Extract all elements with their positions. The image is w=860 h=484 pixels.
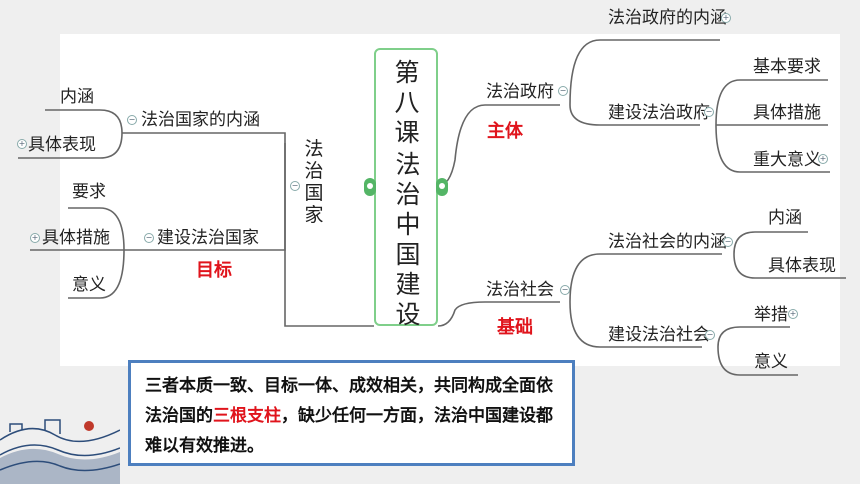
node-yiyi-soc[interactable]: 意义 [754, 352, 788, 372]
tag-jichu: 基础 [497, 317, 533, 338]
node-yiyi[interactable]: 意义 [72, 275, 106, 295]
node-jianshe-shehui[interactable]: 建设法治社会 [608, 325, 710, 345]
expand-icon[interactable]: + [721, 13, 731, 23]
center-title-line1: 第八课 [394, 58, 420, 147]
node-shehui-neihan[interactable]: 法治社会的内涵 [608, 232, 727, 252]
node-fazhi-zhengfu[interactable]: 法治政府 [486, 82, 554, 102]
expand-icon[interactable]: + [788, 309, 798, 319]
center-title-line2: 法治中国建设 [395, 150, 421, 329]
collapse-icon[interactable]: − [705, 330, 715, 340]
node-guojia-neihan[interactable]: 法治国家的内涵 [141, 110, 260, 130]
collapse-icon[interactable]: − [560, 285, 570, 295]
center-topic[interactable]: 第八课 法治中国建设 [374, 48, 438, 329]
note-highlight: 三根支柱 [213, 406, 281, 426]
node-neihan-soc[interactable]: 内涵 [768, 208, 802, 228]
node-juti-biaoxian-soc[interactable]: 具体表现 [768, 256, 836, 276]
node-juce[interactable]: 举措 [754, 305, 788, 325]
node-jiben-yaoqiu[interactable]: 基本要求 [753, 57, 821, 77]
collapse-icon[interactable]: − [144, 233, 154, 243]
node-neihan[interactable]: 内涵 [60, 87, 94, 107]
tag-zhuti: 主体 [487, 121, 523, 142]
node-yaoqiu[interactable]: 要求 [72, 182, 106, 202]
summary-note: 三者本质一致、目标一体、成效相关，共同构成全面依法治国的三根支柱，缺少任何一方面… [128, 360, 575, 466]
node-zhongda-yiyi[interactable]: 重大意义 [753, 150, 821, 170]
node-zhengfu-neihan[interactable]: 法治政府的内涵 [608, 8, 727, 28]
collapse-icon[interactable]: − [127, 115, 137, 125]
node-juti-cuoshi-right[interactable]: 具体措施 [753, 103, 821, 123]
note-text-part2: ，缺少任何一方面，法治中国建设都难以有效推进。 [145, 406, 553, 456]
note-text-part1: 三者本质一致、目标一体、成效相关，共同构成全面依法治国的 [145, 376, 553, 426]
node-juti-cuoshi[interactable]: 具体措施 [42, 228, 110, 248]
node-jianshe-guojia[interactable]: 建设法治国家 [157, 228, 259, 248]
mindmap-panel [60, 34, 840, 366]
great-wall-illustration [0, 419, 120, 484]
collapse-left-icon[interactable] [364, 178, 376, 196]
expand-icon[interactable]: + [30, 233, 40, 243]
node-fazhi-shehui[interactable]: 法治社会 [486, 280, 554, 300]
node-juti-biaoxian[interactable]: 具体表现 [28, 135, 96, 155]
collapse-icon[interactable]: − [558, 86, 568, 96]
collapse-icon[interactable]: − [290, 181, 300, 191]
expand-icon[interactable]: + [17, 139, 27, 149]
node-jianshe-zhengfu[interactable]: 建设法治政府 [608, 103, 710, 123]
collapse-icon[interactable]: − [704, 107, 714, 117]
collapse-right-icon[interactable] [436, 178, 448, 196]
collapse-icon[interactable]: − [723, 237, 733, 247]
tag-mubiao: 目标 [196, 260, 232, 281]
node-fazhi-guojia[interactable]: 法治国家 [304, 138, 324, 226]
expand-icon[interactable]: + [818, 154, 828, 164]
red-sun-dot [84, 421, 94, 431]
